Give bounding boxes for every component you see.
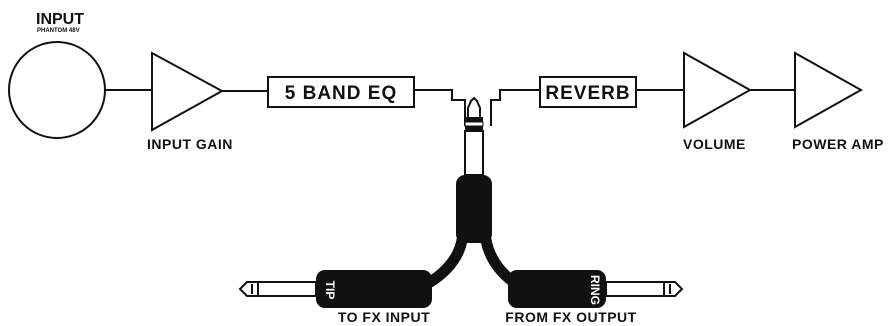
reverb-label: REVERB <box>545 83 630 104</box>
tip-plug <box>238 270 432 308</box>
insert-trs-plug <box>464 96 484 176</box>
input-title: INPUT <box>36 11 84 28</box>
y-cable <box>419 175 524 291</box>
wire-insert-to-reverb <box>490 89 540 126</box>
power-amp <box>794 51 864 129</box>
from-fx-output-label: FROM FX OUTPUT <box>505 309 636 325</box>
volume-label: VOLUME <box>683 136 746 152</box>
ring-label: RING <box>588 275 602 305</box>
wire-eq-to-insert <box>414 89 466 126</box>
tip-label: TIP <box>323 281 337 300</box>
input-gain-label: INPUT GAIN <box>147 136 233 152</box>
to-fx-input-label: TO FX INPUT <box>338 309 430 325</box>
input-subtitle: PHANTOM 48V <box>37 28 80 34</box>
input-gain-amp <box>151 51 225 132</box>
eq-label: 5 BAND EQ <box>285 83 397 104</box>
input-jack-circle <box>8 41 106 139</box>
eq-box <box>267 76 415 108</box>
volume-amp <box>683 51 753 129</box>
power-amp-label: POWER AMP <box>792 136 884 152</box>
reverb-box <box>539 76 637 108</box>
ring-plug <box>508 270 684 308</box>
